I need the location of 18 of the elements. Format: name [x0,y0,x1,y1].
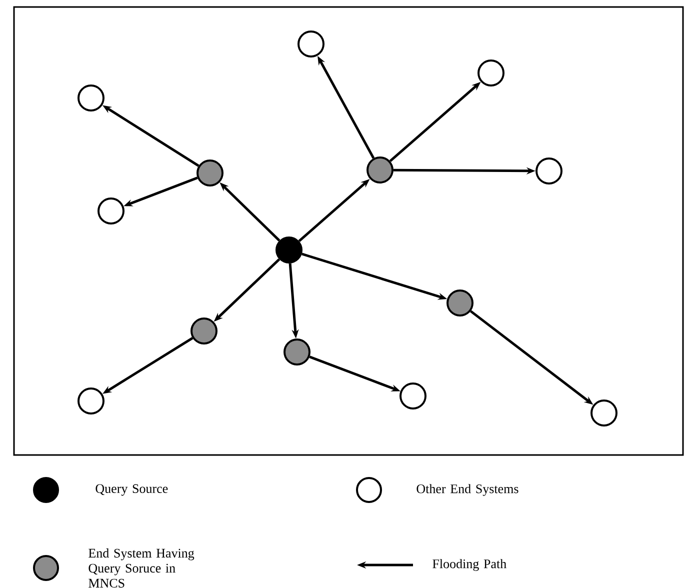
legend-text: Query Source [96,484,168,496]
legend-text: End System Having Query Soruce in MNCS [88,548,194,588]
end-system-node [536,158,562,184]
end-system-node [478,60,504,86]
end-system-node [78,84,104,112]
legend-text: Flooding Path [432,559,506,571]
end-system-node [400,382,426,410]
end-system-node [298,30,324,58]
end-system-node [78,388,104,414]
relay-node [284,338,310,366]
relay-node [366,156,394,184]
end-system-node [590,400,618,426]
relay-node [446,290,474,316]
relay-node [196,160,224,186]
end-system-node [98,198,124,224]
legend-text: Other End Systems [416,484,518,496]
relay-node [190,318,218,344]
source-node [276,236,302,264]
